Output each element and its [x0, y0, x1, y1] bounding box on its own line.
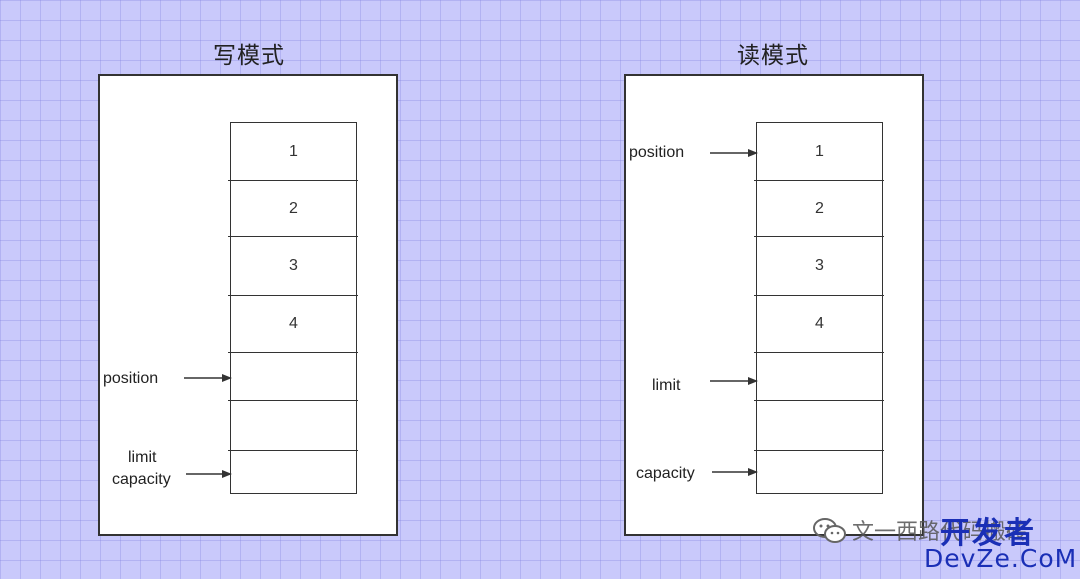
cell-divider [754, 450, 884, 451]
cell-divider [228, 295, 358, 296]
read-capacity-arrow [712, 468, 758, 476]
buffer-cell: 1 [289, 143, 298, 160]
buffer-cell: 2 [815, 200, 824, 217]
read-position-label: position [629, 144, 685, 161]
buffer-cell [231, 451, 356, 493]
read-mode-panel: 1 2 3 4 position limit capacity [624, 74, 924, 536]
write-mode-title: 写模式 [213, 43, 285, 69]
buffer-cell: 4 [815, 315, 824, 332]
buffer-cell: 4 [289, 315, 298, 332]
cell-divider [228, 400, 358, 401]
read-buffer-stack: 1 2 3 4 [754, 122, 884, 494]
buffer-cell [757, 401, 882, 450]
watermark-account: 文一西路代码搬砖 [852, 520, 1029, 545]
buffer-cell [757, 353, 882, 400]
buffer-cell: 3 [289, 257, 298, 274]
buffer-cell [231, 401, 356, 450]
buffer-cell [757, 451, 882, 493]
buffer-cell [231, 353, 356, 400]
buffer-cell: 3 [815, 257, 824, 274]
cell-divider [754, 400, 884, 401]
read-mode-title: 读模式 [737, 43, 809, 69]
wechat-icon [813, 518, 846, 543]
read-position-arrow [710, 149, 758, 157]
cell-divider [754, 295, 884, 296]
read-limit-arrow [710, 377, 758, 385]
cell-divider [228, 236, 358, 237]
write-mode-panel: 1 2 3 4 position limit capacity [98, 74, 398, 536]
write-limit-capacity-arrow [186, 470, 232, 478]
write-capacity-label: capacity [112, 471, 171, 488]
write-position-label: position [103, 370, 159, 387]
buffer-cell: 2 [289, 200, 298, 217]
brand-name: 开发者 [940, 516, 1036, 551]
read-capacity-label: capacity [636, 465, 695, 482]
write-buffer-stack: 1 2 3 4 [228, 122, 358, 494]
cell-divider [228, 352, 358, 353]
buffer-cell: 1 [815, 143, 824, 160]
write-position-arrow [184, 374, 232, 382]
cell-divider [228, 180, 358, 181]
write-limit-label: limit [128, 449, 157, 466]
brand-domain: DevZe.CoM [924, 544, 1078, 573]
cell-divider [754, 236, 884, 237]
cell-divider [754, 180, 884, 181]
cell-divider [228, 450, 358, 451]
cell-divider [754, 352, 884, 353]
read-limit-label: limit [652, 377, 681, 394]
